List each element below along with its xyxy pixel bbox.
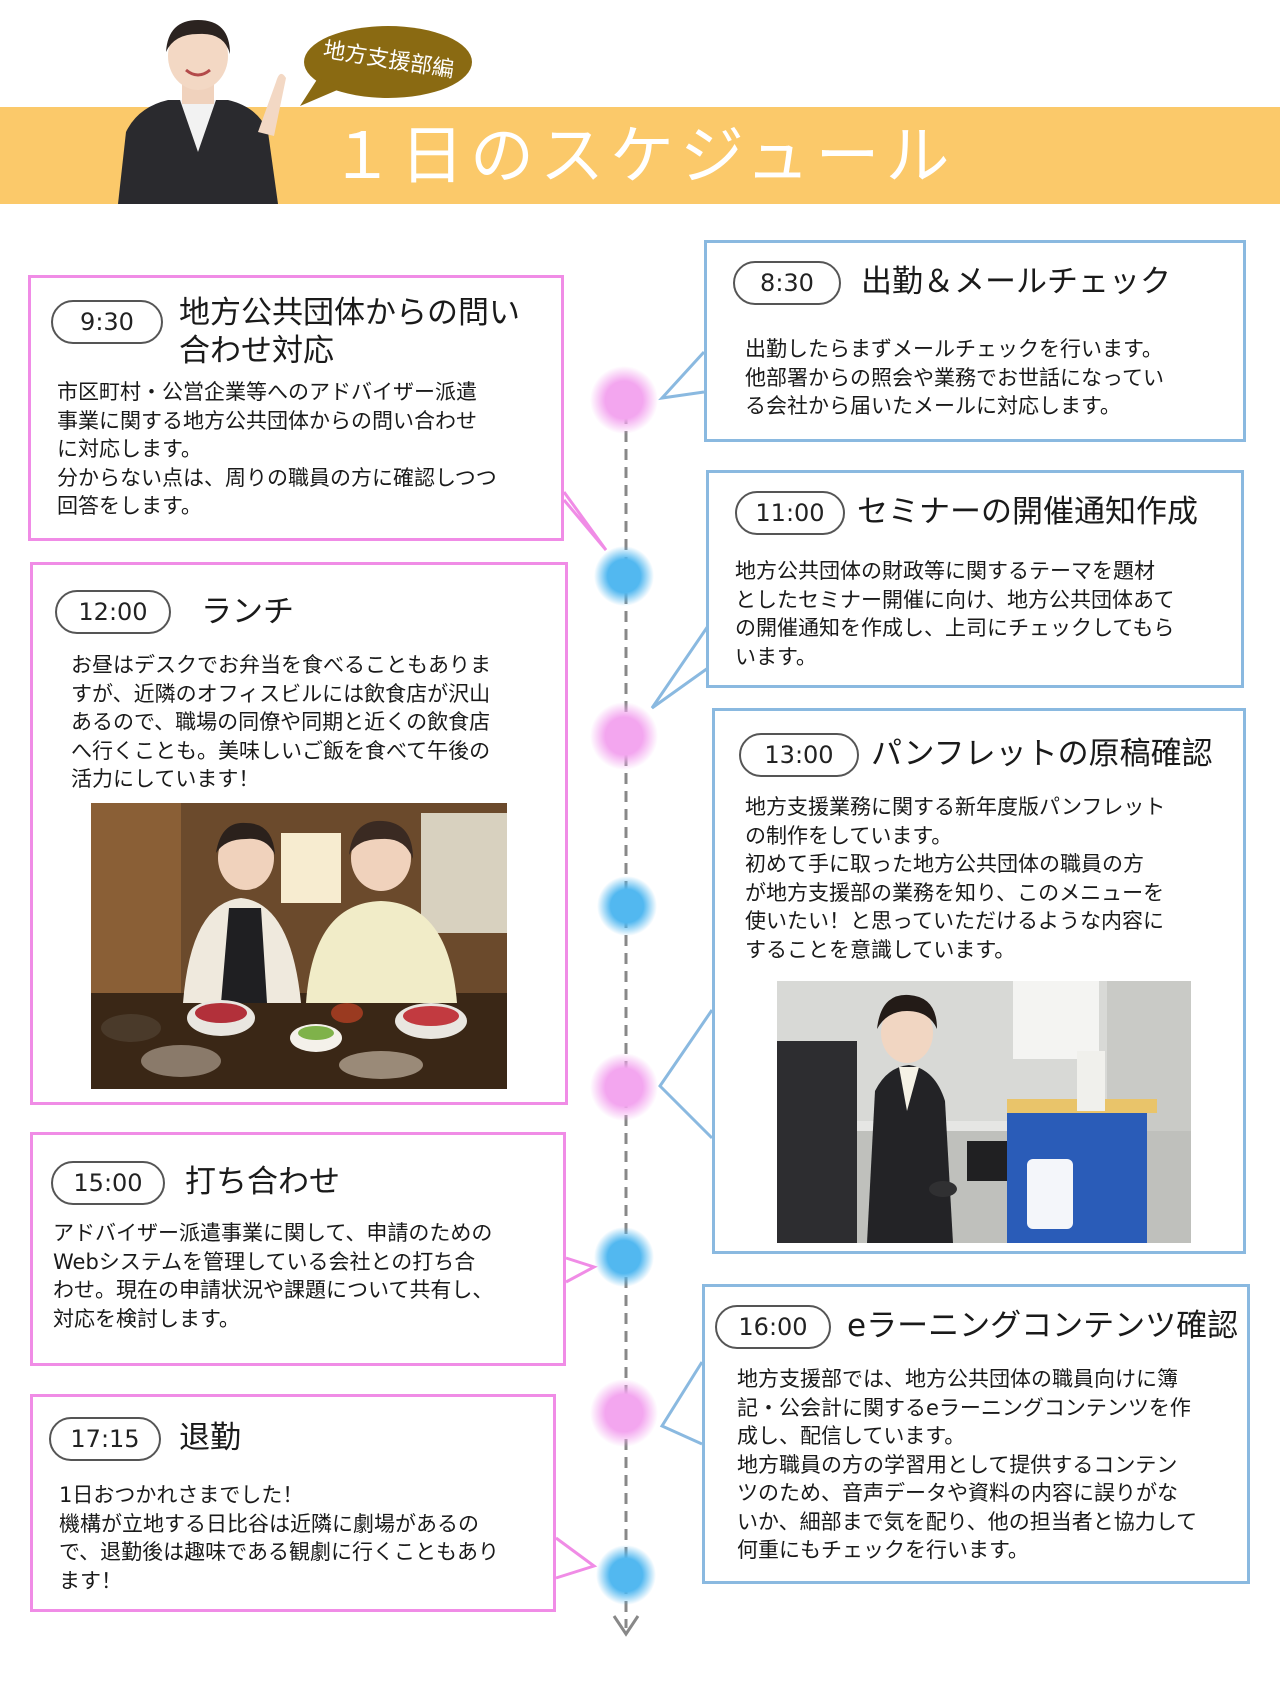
- card-tail: [658, 350, 706, 401]
- card-body: 1日おつかれさまでした！ 機構が立地する日比谷は近隣に劇場があるの で、退勤後は…: [59, 1483, 499, 1593]
- schedule-card-1715: 17:15 退勤 1日おつかれさまでした！ 機構が立地する日比谷は近隣に劇場があ…: [30, 1394, 556, 1612]
- timeline-dot: [594, 1227, 654, 1287]
- card-tail: [562, 491, 608, 551]
- lunch-photo: [91, 803, 507, 1089]
- schedule-card-1100: 11:00 セミナーの開催通知作成 地方公共団体の財政等に関するテーマを題材 と…: [706, 470, 1244, 688]
- time-badge: 11:00: [735, 491, 845, 535]
- schedule-card-1500: 15:00 打ち合わせ アドバイザー派遣事業に関して、申請のための Webシステ…: [30, 1132, 566, 1366]
- card-body: 地方支援業務に関する新年度版パンフレット の制作をしています。 初めて手に取った…: [745, 795, 1166, 962]
- card-title: 退勤: [179, 1420, 241, 1456]
- time-badge: 9:30: [51, 300, 163, 344]
- schedule-card-1300: 13:00 パンフレットの原稿確認 地方支援業務に関する新年度版パンフレット の…: [712, 708, 1246, 1254]
- card-title: 地方公共団体からの問い 合わせ対応: [179, 295, 520, 369]
- schedule-card-0930: 9:30 地方公共団体からの問い 合わせ対応 市区町村・公営企業等へのアドバイザ…: [28, 275, 564, 541]
- page-title: １日のスケジュール: [330, 120, 956, 194]
- schedule-card-1600: 16:00 eラーニングコンテンツ確認 地方支援部では、地方公共団体の職員向けに…: [702, 1284, 1250, 1584]
- timeline-arrow: [612, 1615, 640, 1637]
- time-badge: 12:00: [55, 590, 171, 634]
- timeline-dot: [596, 1545, 656, 1605]
- tag-bubble: [300, 26, 472, 106]
- card-body: アドバイザー派遣事業に関して、申請のための Webシステムを管理している会社との…: [53, 1221, 494, 1331]
- card-body: 地方公共団体の財政等に関するテーマを題材 としたセミナー開催に向け、地方公共団体…: [735, 559, 1175, 669]
- schedule-card-1200: 12:00 ランチ お昼はデスクでお弁当を食べることもありま すが、近隣のオフィ…: [30, 562, 568, 1105]
- time-badge: 8:30: [733, 261, 841, 305]
- card-tail: [658, 1009, 714, 1140]
- timeline-dot: [590, 1053, 658, 1121]
- card-body: 出勤したらまずメールチェックを行います。 他部署からの照会や業務でお世話になって…: [745, 337, 1164, 418]
- timeline-dot: [590, 1379, 658, 1447]
- timeline-dot: [590, 366, 658, 434]
- time-badge: 17:15: [49, 1417, 161, 1461]
- card-title: ランチ: [201, 594, 294, 630]
- card-title: eラーニングコンテンツ確認: [847, 1308, 1239, 1344]
- office-photo: [777, 981, 1191, 1243]
- time-badge: 15:00: [51, 1161, 165, 1205]
- card-title: 打ち合わせ: [185, 1164, 340, 1200]
- staff-portrait: [118, 20, 286, 204]
- card-title: 出勤＆メールチェック: [861, 264, 1171, 300]
- card-tail: [565, 1256, 598, 1284]
- time-badge: 13:00: [739, 733, 859, 777]
- card-title: セミナーの開催通知作成: [857, 494, 1198, 530]
- timeline-dot: [590, 702, 658, 770]
- card-body: 市区町村・公営企業等へのアドバイザー派遣 事業に関する地方公共団体からの問い合わ…: [57, 380, 497, 518]
- schedule-card-0830: 8:30 出勤＆メールチェック 出勤したらまずメールチェックを行います。 他部署…: [704, 240, 1246, 442]
- card-tail: [555, 1536, 598, 1580]
- card-body: お昼はデスクでお弁当を食べることもありま すが、近隣のオフィスビルには飲食店が沢…: [71, 653, 491, 791]
- card-tail: [650, 625, 710, 710]
- card-body: 地方支援部では、地方公共団体の職員向けに簿 記・公会計に関するeラーニングコンテ…: [737, 1367, 1198, 1562]
- card-tail: [659, 1361, 704, 1446]
- timeline-dot: [594, 546, 654, 606]
- time-badge: 16:00: [715, 1305, 831, 1349]
- timeline-dot: [597, 876, 657, 936]
- card-title: パンフレットの原稿確認: [871, 736, 1213, 772]
